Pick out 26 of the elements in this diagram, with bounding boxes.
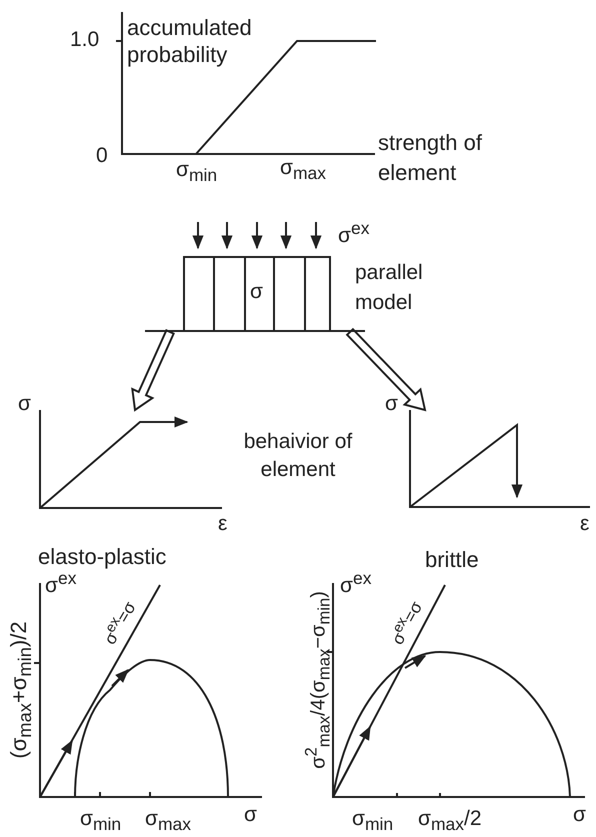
label: σ$_{max}$/2: [418, 807, 482, 836]
label: σ$^{ex}$: [340, 567, 372, 598]
element-symbol: σ: [250, 280, 263, 304]
label: ε: [580, 512, 590, 536]
label: behaivior of element: [242, 429, 354, 483]
hollow-arrow: [131, 329, 175, 412]
label: σ$_{min}$: [80, 807, 122, 836]
label: 0: [96, 144, 108, 168]
label: σ: [18, 392, 31, 416]
label: 1.0: [70, 28, 100, 52]
label: σ$_{max}$: [280, 156, 326, 186]
label: σ: [573, 803, 586, 827]
label: accumulated probability: [127, 14, 253, 68]
label: σ: [244, 803, 257, 827]
label: ε: [218, 512, 228, 536]
plot-title: brittle: [425, 548, 479, 572]
label: σ$_{min}$: [352, 807, 394, 836]
label: σ$^{ex}$: [338, 217, 370, 248]
label: σ: [385, 392, 398, 416]
model-caption: parallel model: [355, 260, 424, 316]
label: σ$^{ex}$: [45, 568, 76, 598]
label: σ$_{max}$: [145, 807, 192, 836]
label: σ$_{min}$: [176, 158, 218, 188]
plot-title: elasto-plastic: [38, 545, 166, 569]
label: strength of element: [378, 129, 483, 187]
hollow-arrow: [346, 328, 426, 412]
